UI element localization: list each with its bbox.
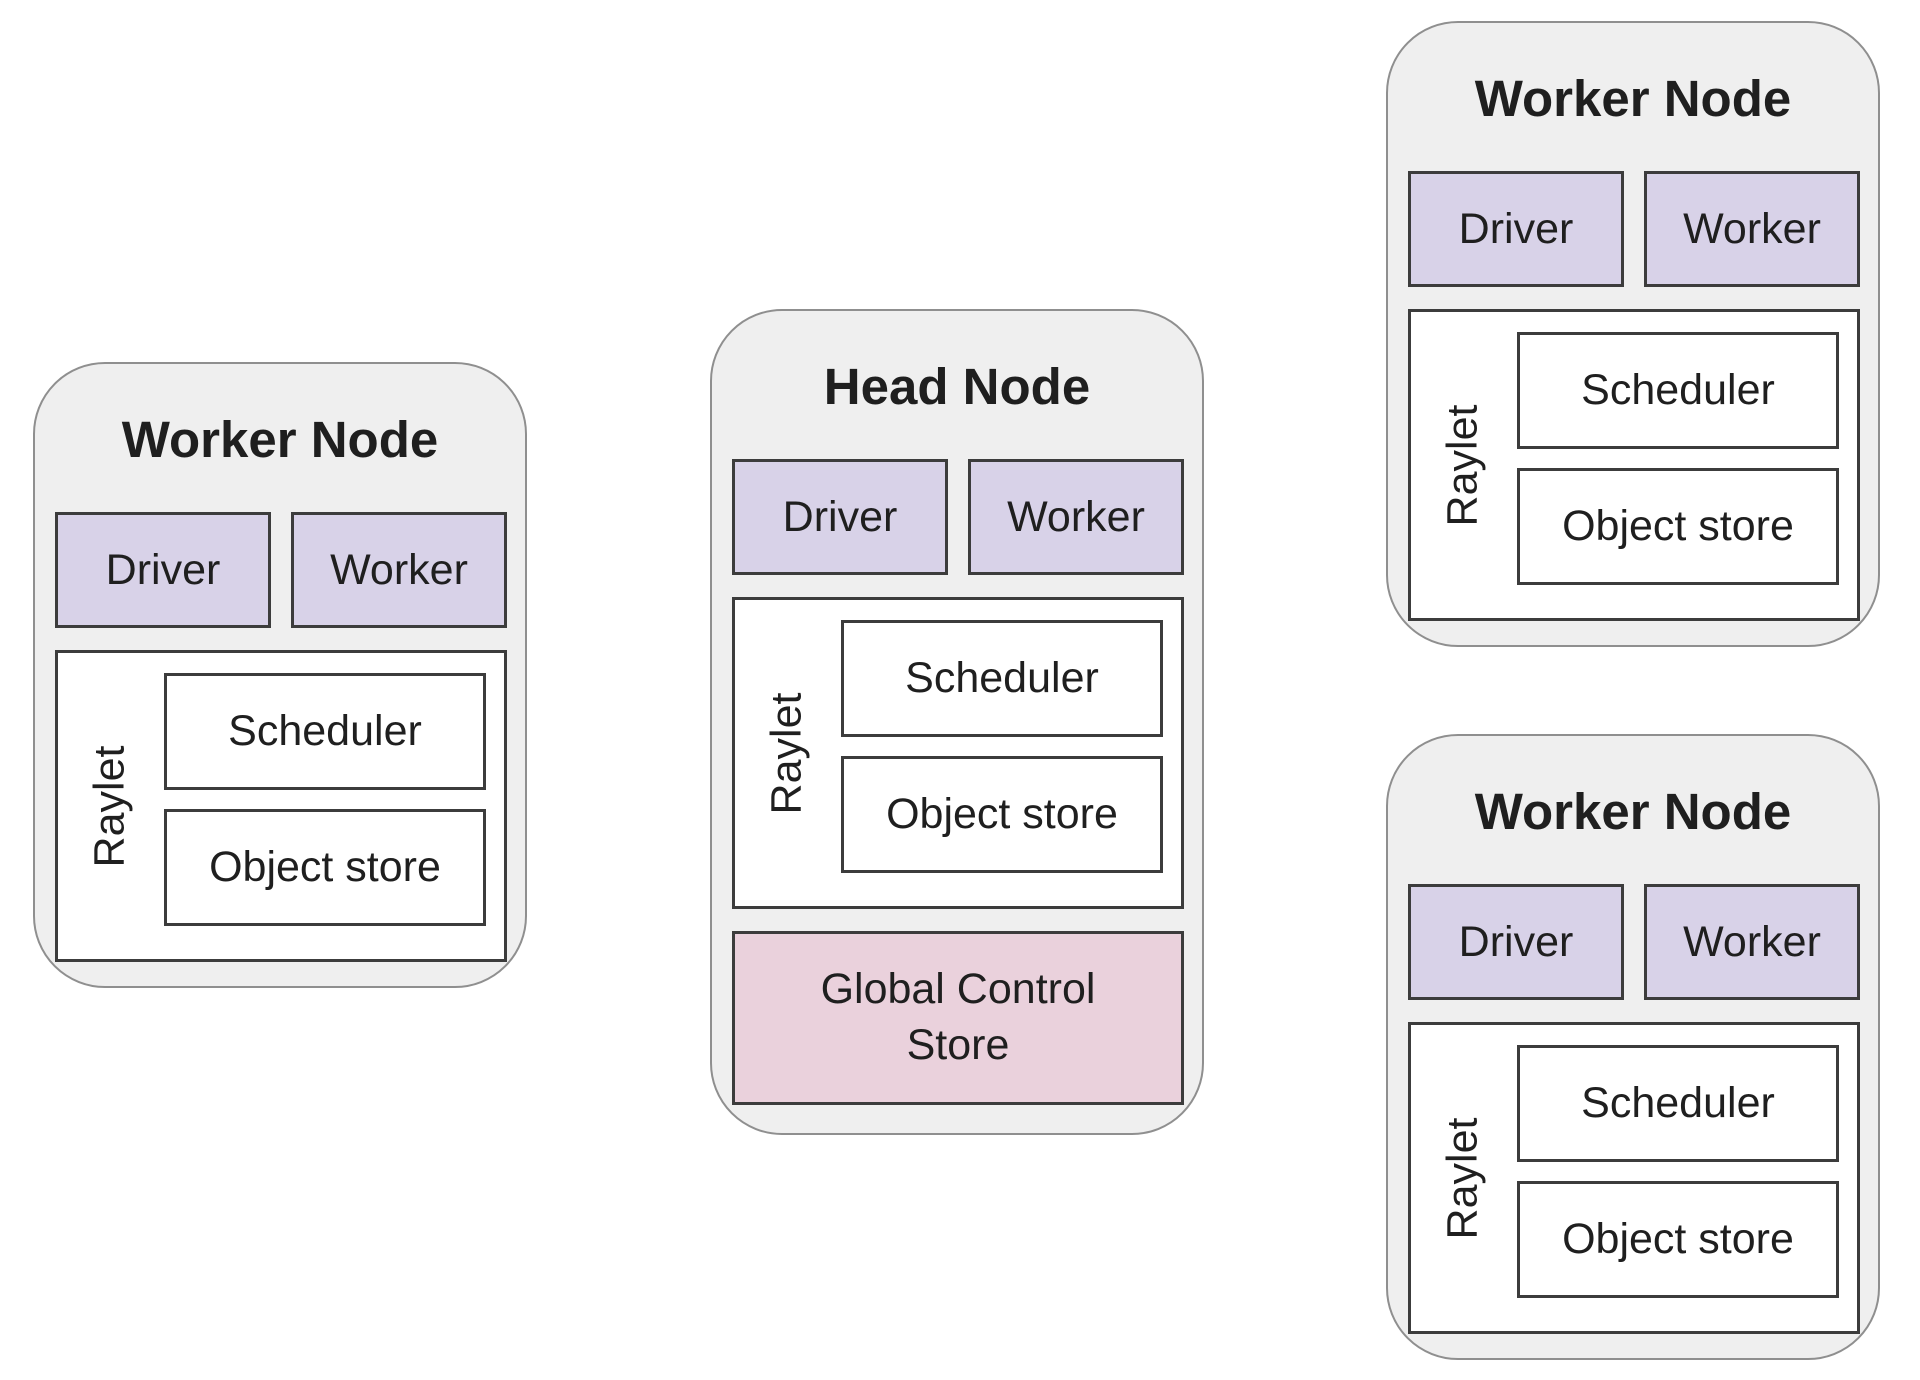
raylet-label: Raylet	[1438, 1117, 1487, 1239]
worker-box: Worker	[968, 459, 1184, 575]
driver-box: Driver	[1408, 171, 1624, 287]
gcs-label-line1: Global Control	[820, 965, 1096, 1014]
global-control-store-box: Global Control Store	[732, 931, 1184, 1105]
raylet-box: Raylet Scheduler Object store	[1408, 1022, 1860, 1334]
raylet-box: Raylet Scheduler Object store	[55, 650, 507, 962]
raylet-label: Raylet	[85, 745, 134, 867]
node-title: Head Node	[823, 358, 1091, 415]
worker-box: Worker	[291, 512, 507, 628]
node-title: Worker Node	[121, 411, 439, 468]
driver-box: Driver	[55, 512, 271, 628]
worker-node-bottom-right: Worker Node Driver Worker Raylet Schedul…	[1386, 734, 1880, 1360]
worker-box: Worker	[1644, 884, 1860, 1000]
node-title: Worker Node	[1474, 783, 1792, 840]
object-store-box: Object store	[1517, 468, 1839, 585]
raylet-box: Raylet Scheduler Object store	[1408, 309, 1860, 621]
worker-node-top-right: Worker Node Driver Worker Raylet Schedul…	[1386, 21, 1880, 647]
raylet-label: Raylet	[1438, 404, 1487, 526]
worker-node-left: Worker Node Driver Worker Raylet Schedul…	[33, 362, 527, 988]
object-store-box: Object store	[164, 809, 486, 926]
driver-box: Driver	[732, 459, 948, 575]
scheduler-box: Scheduler	[841, 620, 1163, 737]
object-store-box: Object store	[841, 756, 1163, 873]
scheduler-box: Scheduler	[1517, 332, 1839, 449]
raylet-box: Raylet Scheduler Object store	[732, 597, 1184, 909]
scheduler-box: Scheduler	[164, 673, 486, 790]
scheduler-box: Scheduler	[1517, 1045, 1839, 1162]
driver-box: Driver	[1408, 884, 1624, 1000]
worker-box: Worker	[1644, 171, 1860, 287]
object-store-box: Object store	[1517, 1181, 1839, 1298]
raylet-label: Raylet	[762, 692, 811, 814]
gcs-label-line2: Store	[906, 1021, 1010, 1069]
head-node: Head Node Driver Worker Raylet Scheduler…	[710, 309, 1204, 1135]
node-title: Worker Node	[1474, 70, 1792, 127]
